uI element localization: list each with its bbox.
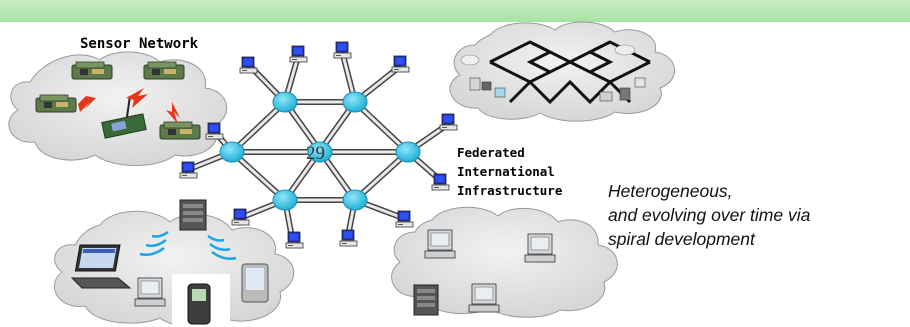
router-node [307, 141, 333, 163]
laptop [74, 244, 121, 272]
bottom-left-cloud [53, 210, 295, 327]
sensor-network-label: Sensor Network [80, 36, 199, 52]
sensor-arrows [78, 88, 180, 124]
router-node [342, 189, 368, 211]
federated-line: Federated [457, 145, 525, 160]
international-line: International [457, 164, 555, 179]
office-computers [413, 229, 556, 316]
top-right-cloud [449, 21, 676, 122]
mesh-devices [460, 44, 646, 102]
wireless-devices [70, 199, 269, 327]
page-number: 29 [306, 143, 325, 164]
caption: Heterogeneous, and evolving over time vi… [608, 179, 810, 251]
federated-infrastructure-label: Federated International Infrastructure [457, 143, 562, 200]
router-node [219, 141, 245, 163]
caption-line-2: and evolving over time via [608, 205, 811, 225]
router-node [395, 141, 421, 163]
caption-line-3: spiral development [608, 229, 755, 249]
router-node [272, 189, 298, 211]
router-node [272, 91, 298, 113]
router-node [342, 91, 368, 113]
header-band [0, 0, 910, 22]
sensor-nodes [35, 61, 201, 140]
caption-line-1: Heterogeneous, [608, 181, 733, 201]
router-nodes [219, 91, 421, 211]
infrastructure-line: Infrastructure [457, 183, 563, 198]
